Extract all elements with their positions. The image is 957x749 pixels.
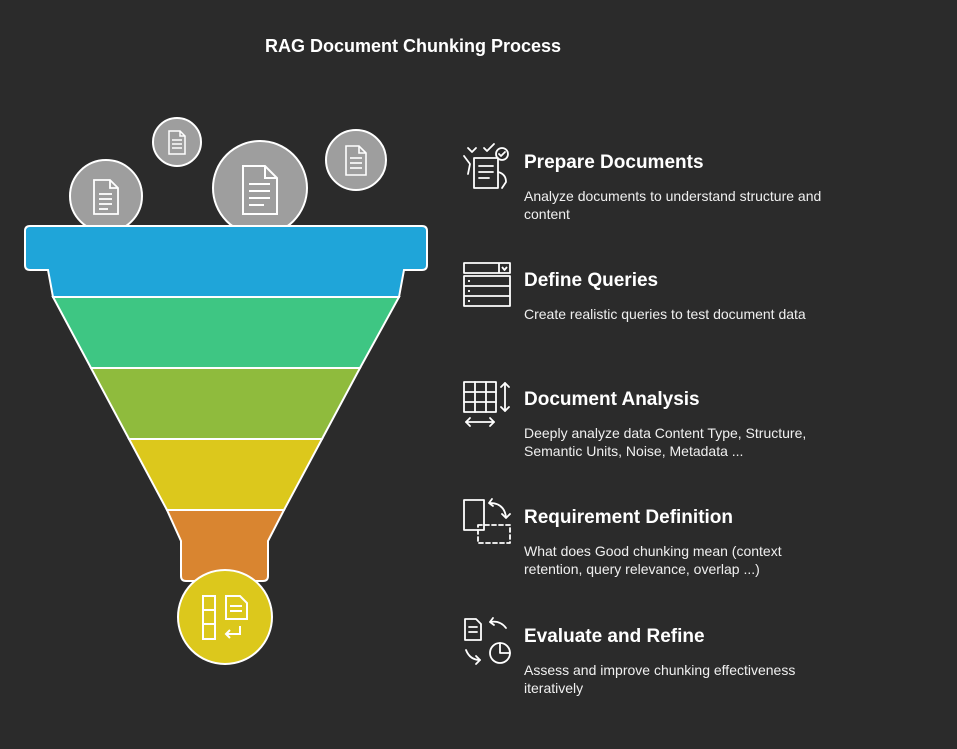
document-icon — [345, 145, 367, 176]
step-title: Evaluate and Refine — [524, 626, 705, 647]
funnel-layer-4 — [127, 438, 324, 511]
document-icon — [242, 165, 278, 215]
step-title: Define Queries — [524, 270, 659, 291]
table-resize-icon — [463, 381, 510, 427]
funnel-layer-3 — [89, 367, 362, 440]
document-circle-3 — [212, 140, 308, 236]
step-description: Analyze documents to understand structur… — [524, 188, 822, 222]
clipboard-check-icon — [463, 143, 509, 189]
funnel-layer-5 — [165, 509, 286, 582]
output-circle — [177, 569, 273, 665]
step-description: Deeply analyze data Content Type, Struct… — [524, 425, 807, 459]
step-description: Create realistic queries to test documen… — [524, 306, 806, 322]
funnel-layer-2 — [51, 296, 401, 369]
cycle-chart-icon — [464, 617, 511, 665]
swap-frames-icon — [463, 498, 511, 544]
document-circle-2 — [152, 117, 202, 167]
list-dropdown-icon — [463, 262, 511, 307]
step-title: Requirement Definition — [524, 507, 734, 528]
step-description: What does Good chunking mean (context re… — [524, 543, 782, 577]
document-icon — [93, 179, 119, 215]
chunks-icon — [202, 595, 248, 640]
step-description: Assess and improve chunking effectivenes… — [524, 662, 796, 696]
document-icon — [168, 130, 186, 155]
funnel-layer-1 — [24, 225, 428, 298]
step-title: Document Analysis — [524, 389, 700, 410]
diagram-title: RAG Document Chunking Process — [265, 36, 562, 56]
document-circle-4 — [325, 129, 387, 191]
document-circle-1 — [69, 159, 143, 233]
step-title: Prepare Documents — [524, 152, 704, 173]
